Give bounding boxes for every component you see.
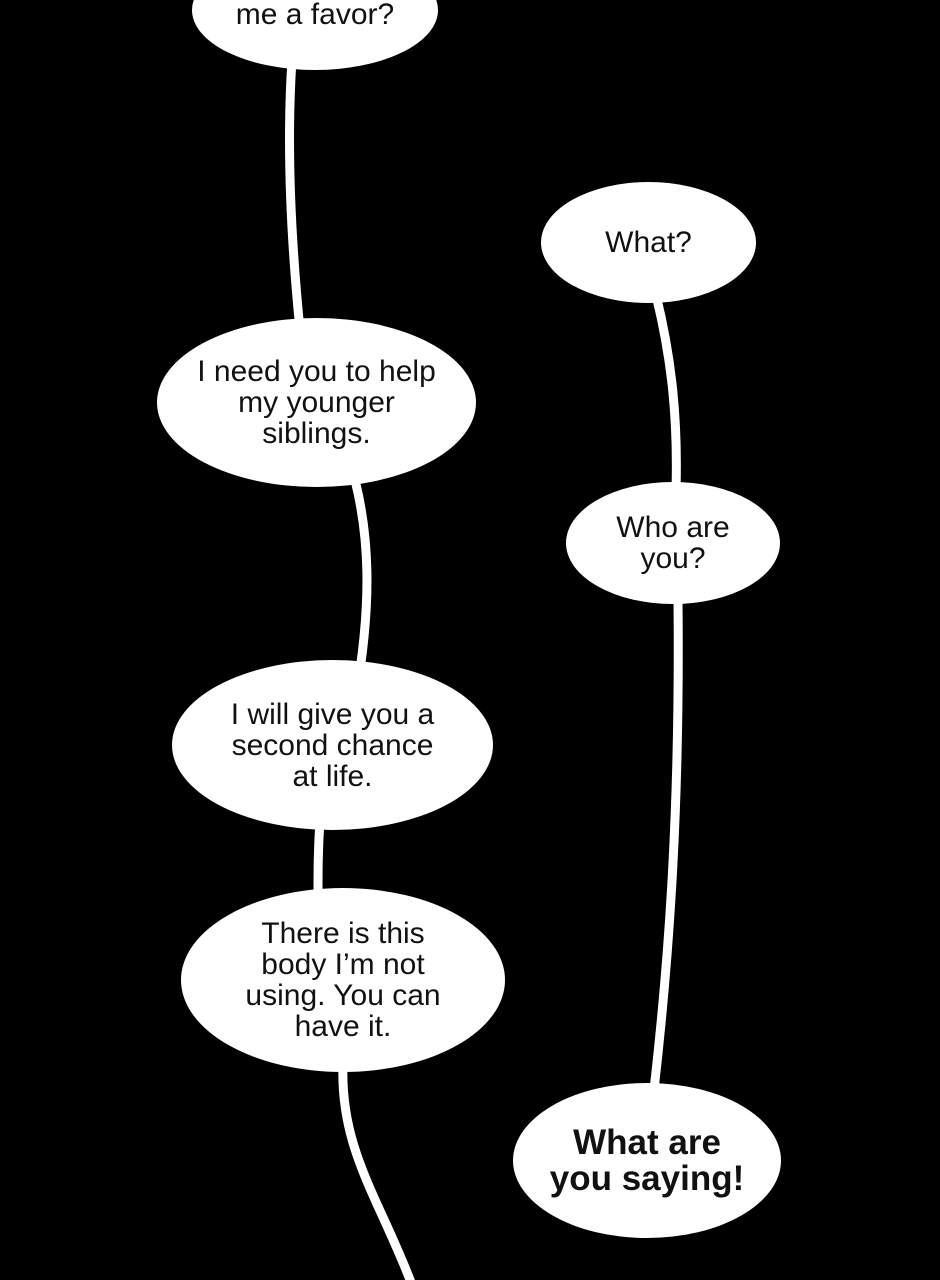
bubble-text: What are you saying! <box>549 1122 745 1198</box>
speech-bubble: I will give you a second chance at life. <box>172 660 493 830</box>
bubble-text: What? <box>605 226 692 259</box>
bubble-text: me a favor? <box>235 0 395 31</box>
speech-bubble: What are you saying! <box>513 1083 781 1238</box>
speech-bubble: I need you to help my younger siblings. <box>157 318 476 487</box>
bubble-text: I need you to help my younger siblings. <box>197 355 436 450</box>
speech-bubble: There is this body I’m not using. You ca… <box>181 888 505 1072</box>
tail-2-4 <box>651 290 681 495</box>
bubble-text: Who are you? <box>616 511 730 575</box>
bubble-text: There is this body I’m not using. You ca… <box>245 917 441 1043</box>
speech-bubble: What? <box>541 182 756 303</box>
tail-3-5 <box>350 475 372 675</box>
tail-4-7 <box>649 595 683 1095</box>
bubble-text: I will give you a second chance at life. <box>230 697 435 793</box>
speech-bubble: Who are you? <box>566 482 780 604</box>
tail-1-3 <box>285 55 305 335</box>
tail-6-bottom <box>338 1060 415 1280</box>
